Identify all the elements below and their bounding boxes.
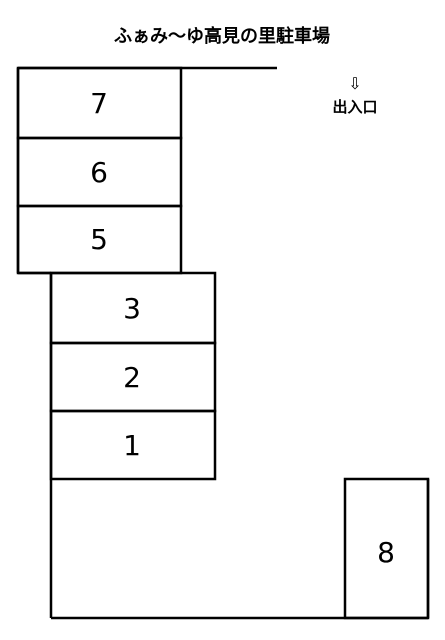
stall-number-7: 7 — [90, 87, 108, 120]
stall-number-1: 1 — [123, 429, 141, 462]
stall-block-lower — [49, 271, 217, 481]
down-arrow-outline-icon: ⇩ — [348, 74, 361, 93]
stall-number-5: 5 — [90, 223, 108, 256]
entrance-label: 出入口 — [332, 98, 377, 116]
stall-number-2: 2 — [123, 361, 141, 394]
stall-number-8: 8 — [377, 536, 395, 569]
stall-number-6: 6 — [90, 156, 108, 189]
stall-1 — [49, 409, 217, 481]
stall-number-3: 3 — [123, 292, 141, 325]
lot-title: ふぁみ〜ゆ高見の里駐車場 — [114, 25, 330, 47]
stall-8 — [343, 477, 430, 620]
